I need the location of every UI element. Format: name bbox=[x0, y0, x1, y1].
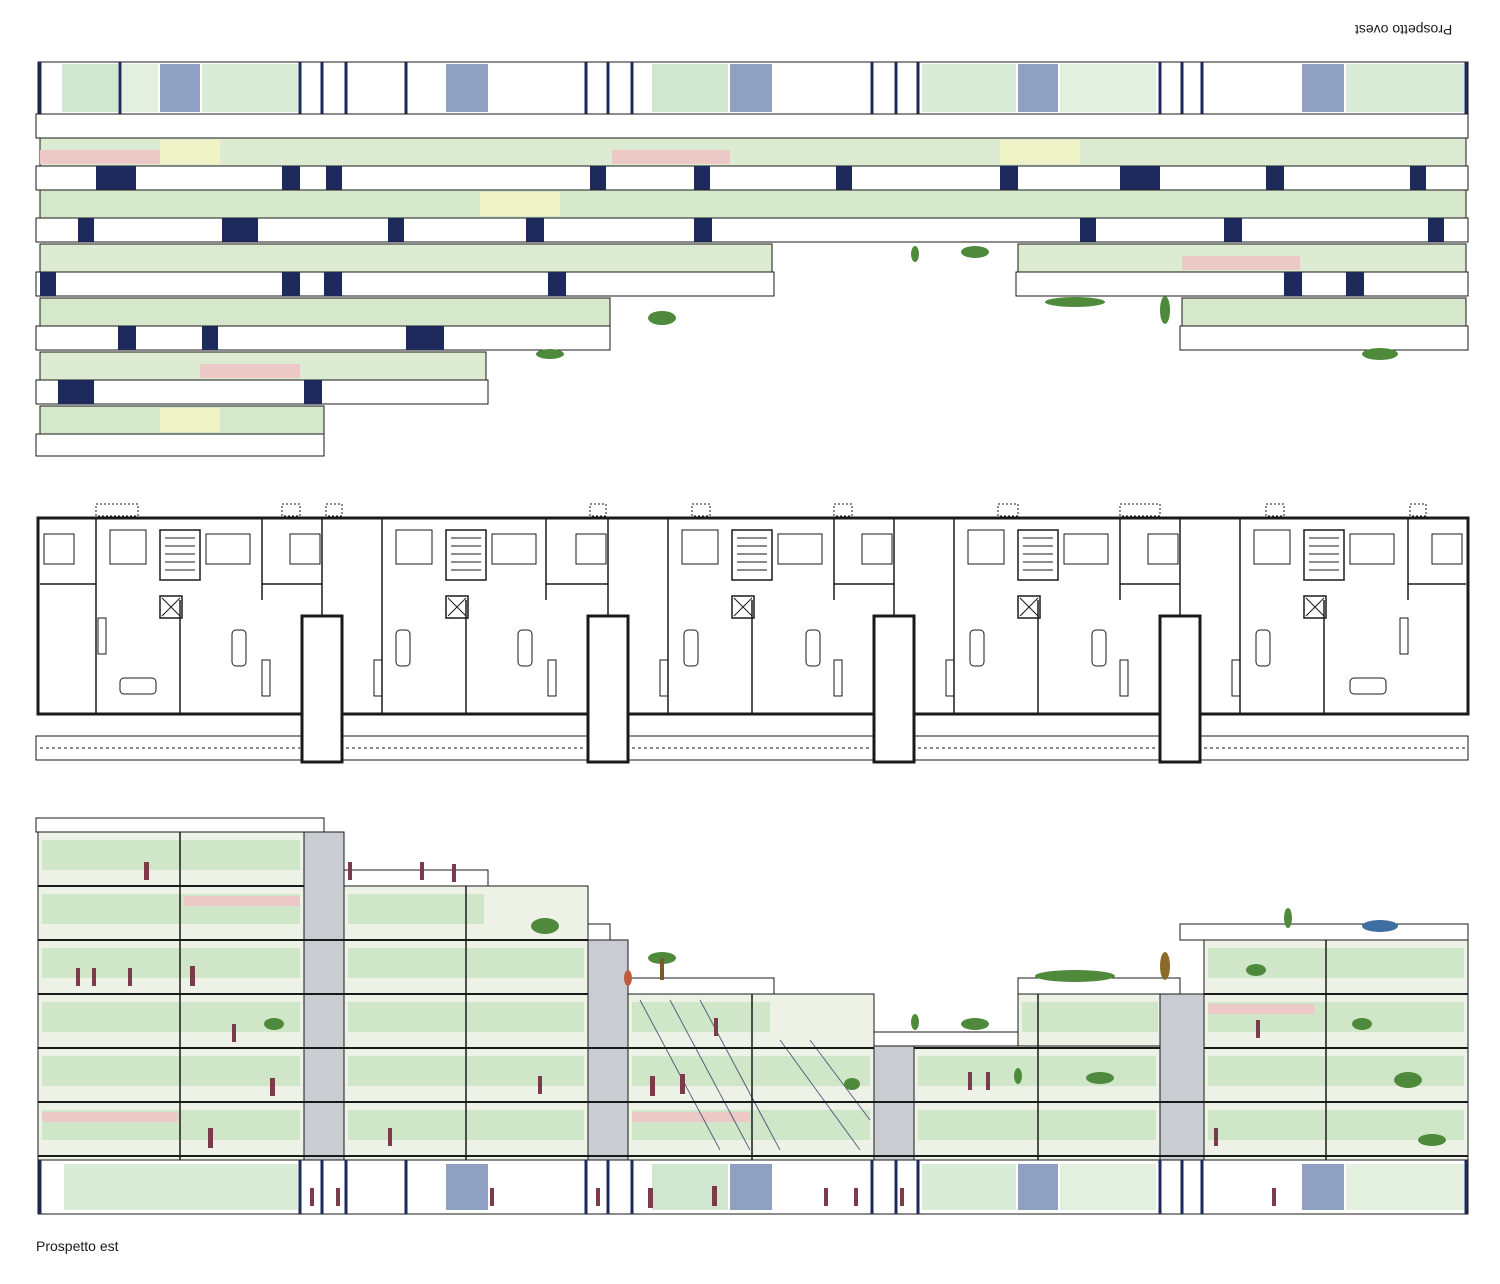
east-elevation bbox=[35, 817, 1469, 1215]
west-balcony-boxes-row2 bbox=[78, 218, 1444, 242]
west-elevation bbox=[35, 61, 1469, 457]
west-hanging-plants bbox=[536, 246, 1398, 360]
west-ground-floor-glazing bbox=[62, 64, 1464, 112]
west-balcony-boxes-row3 bbox=[40, 272, 1364, 296]
east-core-2 bbox=[587, 939, 629, 1161]
east-block-5 bbox=[1203, 939, 1469, 1161]
east-ground-floor-glazing bbox=[64, 1164, 1464, 1210]
floor-plan bbox=[35, 503, 1470, 764]
east-people bbox=[76, 862, 1276, 1208]
west-balcony-boxes-row4 bbox=[118, 326, 444, 350]
east-roof-plants bbox=[531, 908, 1398, 1030]
west-ground-mullions bbox=[38, 62, 1468, 114]
west-balcony-boxes-row5 bbox=[58, 380, 322, 404]
east-block-1 bbox=[37, 831, 305, 1161]
east-block-3 bbox=[627, 993, 875, 1161]
west-balcony-boxes-row1 bbox=[96, 166, 1426, 190]
east-block-4 bbox=[913, 993, 1161, 1161]
east-core-4 bbox=[1159, 993, 1205, 1161]
east-elevation-title: Prospetto est bbox=[36, 1238, 119, 1254]
east-ground-mullions bbox=[38, 1160, 1468, 1214]
east-balcony-plants bbox=[264, 964, 1446, 1146]
east-core-1 bbox=[303, 831, 345, 1161]
